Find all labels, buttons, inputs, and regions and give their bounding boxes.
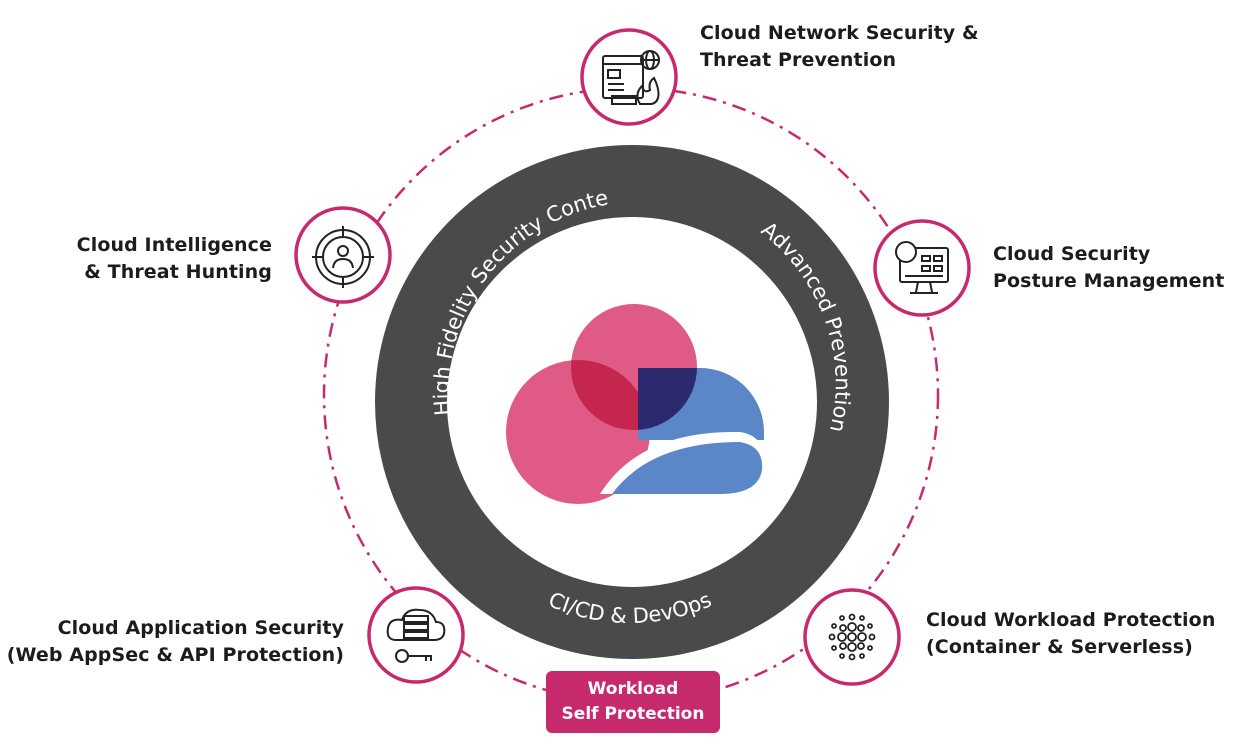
context-ring (375, 145, 889, 659)
label-intelligence: Cloud Intelligence & Threat Hunting (77, 232, 272, 286)
label-intelligence-line2: & Threat Hunting (84, 261, 272, 283)
label-network-line2: Threat Prevention (700, 49, 897, 71)
label-workload-line2: (Container & Serverless) (926, 636, 1193, 658)
workload-self-protection-badge: Workload Self Protection (546, 671, 720, 733)
label-workload-line1: Cloud Workload Protection (926, 609, 1216, 631)
label-network: Cloud Network Security & Threat Preventi… (700, 20, 979, 74)
dot-cluster-icon (828, 613, 876, 661)
label-workload: Cloud Workload Protection (Container & S… (926, 607, 1215, 661)
cloud-server-key-icon (386, 608, 446, 663)
label-posture-line2: Posture Management (993, 270, 1225, 292)
node-circle-intelligence (294, 206, 392, 304)
badge-line1: Workload (587, 679, 679, 699)
label-application-line2: (Web AppSec & API Protection) (6, 644, 344, 666)
orbit-ring (322, 86, 940, 704)
node-circle-workload (803, 588, 901, 686)
target-person-icon (312, 226, 374, 288)
badge-line2: Self Protection (561, 704, 705, 724)
firewall-browser-icon (602, 50, 660, 105)
monitor-dashboard-icon (895, 241, 949, 294)
node-circle-application (367, 586, 465, 684)
cloud-logo (506, 304, 765, 504)
label-posture-line1: Cloud Security (993, 243, 1151, 265)
node-circle-network (580, 28, 678, 126)
node-circle-posture (873, 219, 971, 317)
label-application-line1: Cloud Application Security (57, 617, 344, 639)
label-network-line1: Cloud Network Security & (700, 22, 979, 44)
label-posture: Cloud Security Posture Management (993, 241, 1224, 295)
label-intelligence-line1: Cloud Intelligence (76, 234, 272, 256)
label-application: Cloud Application Security (Web AppSec &… (7, 615, 344, 669)
